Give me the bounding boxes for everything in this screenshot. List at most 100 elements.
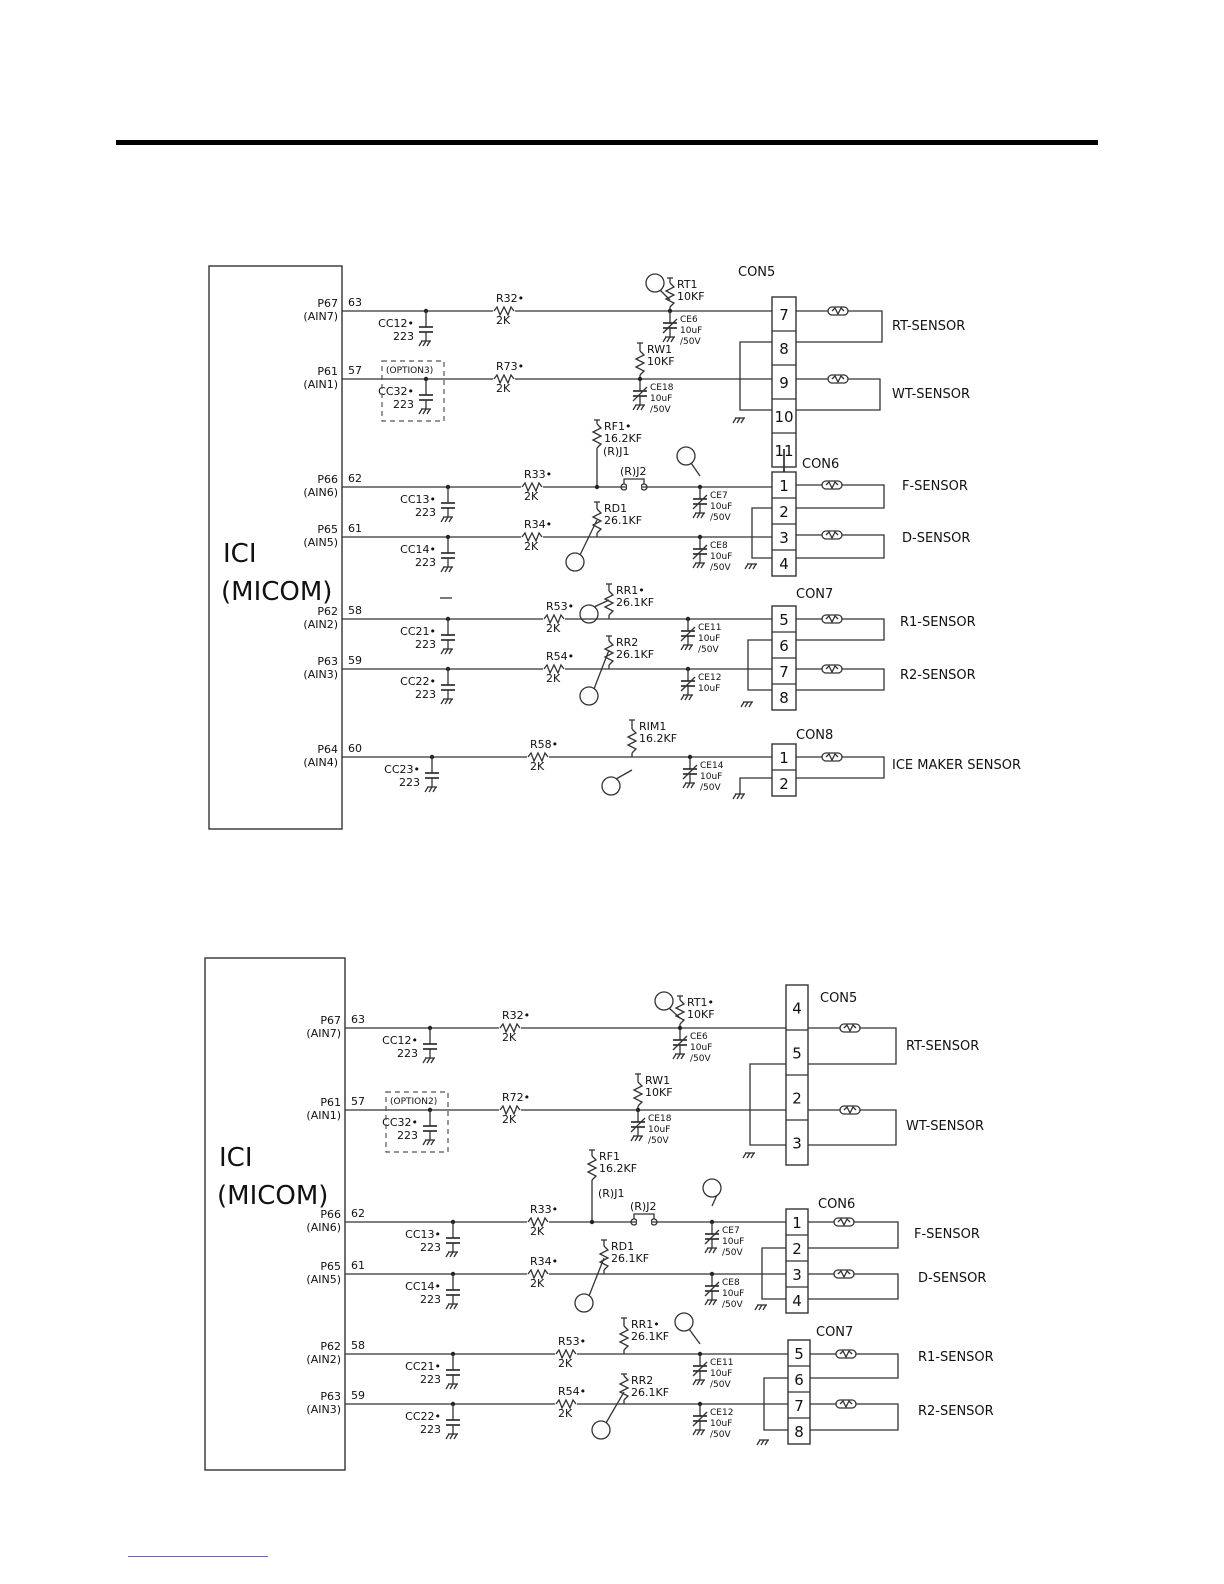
ground-symbol — [453, 1303, 458, 1310]
sensor-thermistor — [821, 614, 843, 624]
sensor-name: ICE MAKER SENSOR — [892, 758, 1021, 773]
ground-symbol — [422, 1057, 427, 1064]
ground-symbol — [444, 516, 449, 523]
ain-label: (AIN5) — [306, 1273, 341, 1286]
junction-dot — [589, 1219, 595, 1225]
ecap-ref: CE7 — [710, 491, 728, 501]
sensor-name: R2-SENSOR — [900, 668, 976, 683]
ecap-value: 10uF — [710, 1419, 732, 1429]
ground-symbol — [696, 1379, 701, 1386]
pullup-value: 16.2KF — [639, 732, 677, 745]
ground-symbol — [696, 562, 701, 569]
ic-sub: (MICOM) — [221, 577, 332, 607]
capacitor-ref: CC23• — [384, 763, 420, 776]
ground-symbol — [740, 701, 745, 708]
sensor-wire — [808, 1109, 897, 1146]
ground-symbol — [700, 562, 705, 569]
sensor-thermistor — [825, 614, 839, 624]
resistor — [591, 508, 603, 534]
electrolytic-capacitor — [680, 676, 696, 692]
ground-symbol — [684, 644, 689, 651]
ecap-voltage: /50V — [698, 645, 719, 655]
sensor-wire — [796, 484, 885, 509]
sensor-name: D-SENSOR — [918, 1271, 986, 1286]
ground-symbol — [692, 512, 697, 519]
ain-label: (AIN5) — [303, 536, 338, 549]
resistor-gap — [493, 306, 515, 316]
ground-symbol — [692, 562, 697, 569]
resistor-gap — [499, 1105, 521, 1115]
ground-symbol — [445, 1383, 450, 1390]
ic-micom-block — [208, 265, 343, 830]
ic-name: ICI — [223, 539, 257, 569]
ground-symbol — [453, 1383, 458, 1390]
ground-symbol — [670, 336, 675, 343]
sensor-thermistor — [843, 1105, 857, 1115]
ground-symbol — [440, 516, 445, 523]
sensor-thermistor — [821, 530, 843, 540]
probe-circle — [601, 776, 621, 796]
pullup-ref: RF1• — [604, 420, 631, 433]
capacitor-ref: CC32• — [382, 1116, 418, 1129]
connector-pin: 4 — [779, 555, 789, 573]
capacitor-value: 223 — [397, 1129, 418, 1142]
ground-symbol — [712, 1299, 717, 1306]
connector-pin: 6 — [779, 637, 789, 655]
ground-symbol — [748, 701, 753, 708]
pin-number: 60 — [348, 742, 362, 755]
ground-symbol — [422, 1139, 427, 1146]
ground-symbol — [746, 1152, 751, 1159]
electrolytic-capacitor — [630, 1117, 646, 1133]
ain-label: (AIN6) — [306, 1221, 341, 1234]
probe-circle — [702, 1178, 722, 1198]
ground-symbol — [640, 404, 645, 411]
ecap-ref: CE12 — [710, 1408, 733, 1418]
ground-symbol — [448, 566, 453, 573]
connector-name: CON5 — [738, 265, 775, 280]
probe-lead — [688, 1328, 701, 1345]
connector-pin: 2 — [779, 503, 789, 521]
ground-symbol — [449, 1303, 454, 1310]
sensor-thermistor — [831, 374, 845, 384]
port-label: P61 — [320, 1096, 341, 1109]
ground-symbol — [680, 644, 685, 651]
resistor-ref: R58• — [530, 738, 558, 751]
probe-lead — [588, 1257, 605, 1297]
connector-name: CON7 — [816, 1325, 853, 1340]
sensor-wire — [796, 310, 883, 343]
ground-return — [751, 507, 772, 559]
resistor-ref: R72• — [502, 1091, 530, 1104]
resistor-gap — [543, 614, 565, 624]
sensor-thermistor — [833, 1269, 855, 1279]
connector-pin: 2 — [792, 1090, 802, 1108]
ground-return — [763, 1377, 788, 1431]
ground-symbol — [740, 417, 745, 424]
sensor-name: D-SENSOR — [902, 531, 970, 546]
resistor-ref: R34• — [524, 518, 552, 531]
ecap-voltage: /50V — [722, 1300, 743, 1310]
probe-lead — [593, 599, 610, 608]
electrolytic-capacitor — [662, 318, 678, 334]
resistor-ref: R54• — [546, 650, 574, 663]
ecap-ref: CE11 — [710, 1358, 733, 1368]
ground-symbol — [696, 512, 701, 519]
ground-symbol — [449, 1433, 454, 1440]
ground-symbol — [742, 1152, 747, 1159]
resistor — [586, 1155, 598, 1181]
capacitor-value: 223 — [420, 1423, 441, 1436]
resistor-ref: R54• — [558, 1385, 586, 1398]
ground-symbol — [708, 1299, 713, 1306]
ground-symbol — [758, 1304, 763, 1311]
ground-symbol — [764, 1439, 769, 1446]
ground-symbol — [432, 786, 437, 793]
resistor — [499, 1022, 521, 1034]
resistor-value: 2K — [546, 622, 561, 635]
option-label: (OPTION2) — [390, 1097, 437, 1107]
resistor-value: 2K — [524, 540, 539, 553]
sensor-thermistor — [821, 480, 843, 490]
ain-label: (AIN1) — [303, 378, 338, 391]
resistor-ref: R53• — [546, 600, 574, 613]
resistor-value: 2K — [546, 672, 561, 685]
ain-label: (AIN7) — [306, 1027, 341, 1040]
ground-symbol — [732, 793, 737, 800]
